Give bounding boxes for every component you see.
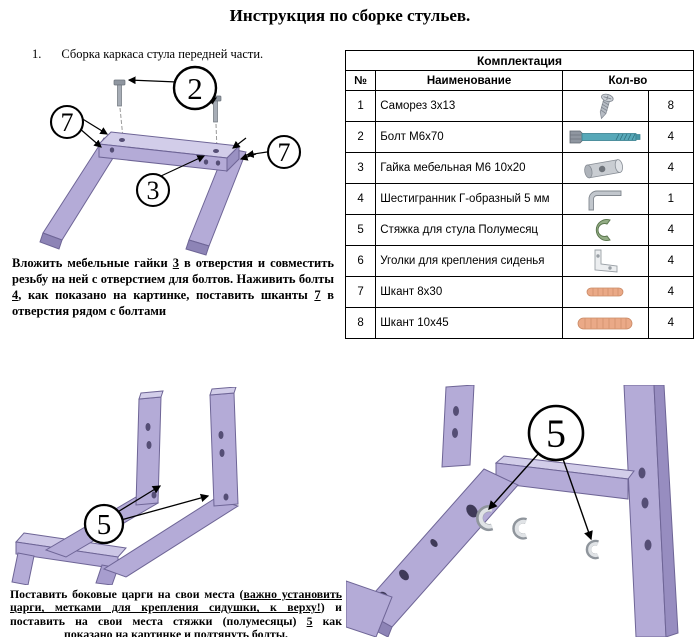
step1-heading: 1. Сборка каркаса стула передней части. [14,47,336,62]
bolt-glyph [113,79,126,107]
screw-icon [600,93,614,119]
cell-num: 4 [344,183,377,215]
cell-qty: 4 [647,307,695,339]
cell-num: 2 [344,121,377,153]
step2-instructions: Поставить боковые царги на свои места (в… [10,587,342,637]
cell-icon [561,121,649,153]
side-rails-graphic [11,387,240,585]
cell-qty: 8 [647,90,695,122]
callout-5-right: 5 [488,404,593,541]
parts-table-title-row: Комплектация [345,50,694,71]
callout-5-left: 5 [83,485,210,545]
svg-text:7: 7 [61,108,74,137]
cell-icon [561,307,649,339]
table-row: 7 Шкант 8х30 4 [344,276,695,308]
part-ref-5: 5 [306,613,313,628]
cell-qty: 4 [647,214,695,246]
table-row: 4 Шестигранник Г-образный 5 мм 1 [344,183,695,215]
table-row: 2 Болт М6х70 4 [344,121,695,153]
cell-num: 5 [344,214,377,246]
step1-heading-text: Сборка каркаса стула передней части. [61,47,264,61]
svg-text:5: 5 [97,509,112,541]
barrel-nut-icon [584,158,624,178]
corner-bracket-icon [594,249,618,273]
dowel-large-icon [577,317,633,329]
cell-num: 8 [344,307,377,339]
table-row: 3 Гайка мебельная М6 10х20 4 [344,152,695,184]
col-header-num: № [344,70,377,91]
cell-name: Шкант 10х45 [375,307,563,339]
part-ref-3: 3 [172,256,179,270]
cell-icon [561,183,649,215]
cell-icon [561,90,649,122]
text-segment: в отверстия и совместить резьбу на ней с… [12,256,334,286]
half-moon-bracket-glyph [512,517,528,540]
table-row: 5 Стяжка для стула Полумесяц 4 [344,214,695,246]
callout-3: 3 [135,155,206,208]
cell-icon [561,152,649,184]
dowel-small-icon [586,287,624,297]
parts-table: Комплектация № Наименование Кол-во 1 Сам… [344,50,695,339]
text-segment: как показано на картинке и подтянуть бол… [64,613,342,637]
parts-table-header-row: № Наименование Кол-во [344,70,695,91]
cell-name: Саморез 3х13 [375,90,563,122]
callout-7-left: 7 [49,104,108,148]
cell-name: Гайка мебельная М6 10х20 [375,152,563,184]
cell-name: Уголки для крепления сиденья [375,245,563,277]
cell-qty: 4 [647,121,695,153]
svg-text:5: 5 [546,411,566,456]
svg-text:7: 7 [278,138,291,167]
cell-name: Шкант 8х30 [375,276,563,308]
cell-name: Шестигранник Г-образный 5 мм [375,183,563,215]
cell-name: Стяжка для стула Полумесяц [375,214,563,246]
cell-qty: 4 [647,276,695,308]
cell-qty: 4 [647,245,695,277]
svg-text:2: 2 [187,71,203,106]
text-segment: в отверстия рядом с болтами [12,288,334,318]
svg-text:3: 3 [147,176,160,205]
cell-icon [561,245,649,277]
table-row: 8 Шкант 10х45 4 [344,307,695,339]
text-segment: Вложить мебельные гайки [12,256,173,270]
front-frame-graphic [39,79,257,256]
crescent-brackets-diagram: 5 [346,385,679,637]
cell-qty: 4 [647,152,695,184]
cell-num: 7 [344,276,377,308]
col-header-qty: Кол-во [561,70,695,91]
front-frame-diagram: 2 7 3 7 [39,65,302,256]
cell-qty: 1 [647,183,695,215]
part-ref-7: 7 [314,288,321,302]
cell-name: Болт М6х70 [375,121,563,153]
callout-2: 2 [127,65,218,111]
half-moon-bracket-glyph [585,539,600,560]
page-title: Инструкция по сборке стульев. [229,6,471,25]
text-segment: Поставить боковые царги на свои места ( [10,587,244,601]
bolt-icon [569,130,641,144]
cell-icon [561,276,649,308]
half-moon-bracket-icon [596,219,612,241]
hex-key-icon [588,190,622,211]
table-row: 1 Саморез 3х13 8 [344,90,695,122]
step1-instructions: Вложить мебельные гайки 3 в отверстия и … [12,255,334,319]
warning-text: важно установить царги, метками для креп… [10,587,342,615]
table-row: 6 Уголки для крепления сиденья 4 [344,245,695,277]
col-header-name: Наименование [375,70,563,91]
parts-table-title: Комплектация [345,50,694,71]
callout-7-right: 7 [245,134,302,170]
side-rails-diagram: 5 [11,387,240,585]
cell-icon [561,214,649,246]
step1-list-number: 1. [32,47,42,61]
crescent-brackets-graphic [346,385,679,637]
part-ref-4: 4 [12,288,19,302]
text-segment: , как показано на картинке, поставить шк… [18,288,315,302]
cell-num: 3 [344,152,377,184]
cell-num: 6 [344,245,377,277]
cell-num: 1 [344,90,377,122]
text-segment: ) и поставить на свои места стяжки (полу… [10,600,342,628]
